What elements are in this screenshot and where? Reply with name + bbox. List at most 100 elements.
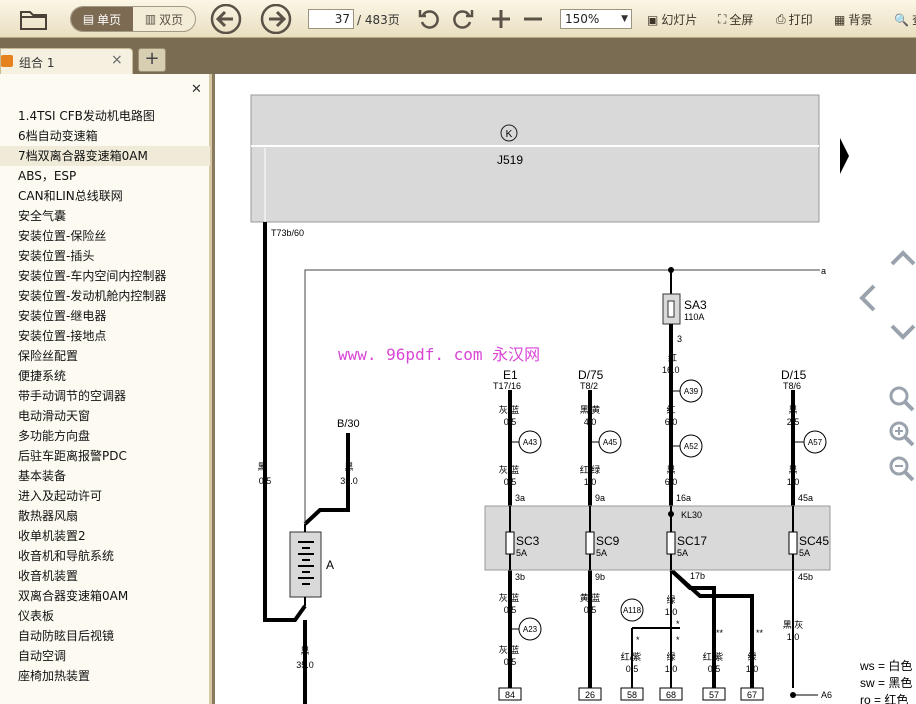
fullscreen-icon: ⛶ [718, 12, 727, 26]
double-page-button[interactable]: ▥双页 [144, 12, 184, 27]
watermark: www. 96pdf. com 永汉网 [338, 345, 540, 364]
connector-label: A39 [684, 387, 699, 396]
amp-label: 5A [799, 548, 810, 558]
sidebar-item[interactable]: 安装位置-保险丝 [18, 229, 107, 243]
chevron-down-icon[interactable] [890, 324, 916, 340]
print-button[interactable]: ⎙打印 [776, 12, 813, 27]
slideshow-icon: ▣ [647, 12, 659, 27]
terminal-label: 57 [709, 690, 719, 700]
a-label: a [821, 266, 826, 276]
magnifier-icon[interactable] [889, 386, 915, 412]
sidebar-item[interactable]: 后驻车距离报警PDC [18, 449, 127, 463]
sidebar-item[interactable]: 便捷系统 [18, 369, 67, 383]
wire-size-label: 0.5 [584, 605, 597, 615]
zoom-in-icon[interactable] [889, 421, 915, 447]
page-number-input[interactable]: 37 [308, 9, 354, 29]
sidebar-item[interactable]: 收音机装置 [18, 569, 79, 583]
single-page-button[interactable]: ▤单页 [71, 7, 133, 31]
rotate-left-button[interactable] [415, 3, 443, 34]
sidebar-item-selected[interactable]: 7档双离合器变速箱0AM [0, 146, 210, 166]
rotate-left-icon [418, 9, 439, 29]
sidebar-item[interactable]: 进入及起动许可 [18, 489, 103, 503]
sidebar-item[interactable]: 散热器风扇 [18, 509, 79, 523]
t8-6-label: T8/6 [783, 381, 801, 391]
sidebar-item[interactable]: 收单机装置2 [18, 529, 86, 543]
wire-size-label: 0.5 [259, 476, 272, 486]
double-page-icon: ▥ [144, 12, 157, 26]
zoom-out-button[interactable] [520, 3, 546, 34]
sidebar-item[interactable]: 电动滑动天窗 [18, 409, 91, 423]
wire-size-label: 0.5 [708, 664, 721, 674]
close-tab-icon[interactable]: × [111, 52, 123, 68]
arrow-right-icon [260, 3, 292, 34]
sidebar-item[interactable]: 带手动调节的空调器 [18, 389, 127, 403]
terminal-label: 26 [585, 690, 595, 700]
open-folder-button[interactable] [16, 3, 52, 34]
background-button[interactable]: ▦背景 [834, 12, 873, 28]
sc9-label: SC9 [596, 534, 620, 548]
sidebar-item[interactable]: 6档自动变速箱 [18, 129, 98, 143]
printer-icon: ⎙ [776, 12, 786, 26]
document-viewport[interactable]: K J519 T73b/60 黑 0.5 B/30 黑 35.0 A 黑 35.… [215, 74, 916, 704]
wire-size-label: 35.0 [340, 476, 358, 486]
sidebar-item[interactable]: 收音机和导航系统 [18, 549, 115, 563]
zoom-out-icon[interactable] [889, 456, 915, 482]
ground-wire [263, 222, 307, 622]
add-tab-button[interactable]: + [138, 48, 166, 72]
terminal-label: 58 [627, 690, 637, 700]
page-mode-toggle: ▤单页 ▥双页 [70, 6, 196, 32]
sidebar-item[interactable]: 自动防眩目后视镜 [18, 629, 115, 643]
rotate-right-button[interactable] [449, 3, 477, 34]
sidebar-item[interactable]: 安装位置-发动机舱内控制器 [18, 289, 167, 303]
sidebar-item[interactable]: 安装位置-接地点 [18, 329, 107, 343]
wire-color-label: 红/紫 [621, 651, 642, 662]
minus-icon [524, 17, 542, 20]
zoom-in-button[interactable] [488, 3, 514, 34]
terminal-label: 68 [666, 690, 676, 700]
terminal-label: 67 [747, 690, 757, 700]
pin-label: 45b [798, 572, 813, 582]
t17-16-label: T17/16 [493, 381, 521, 391]
tab-bar: 组合 1 × + [0, 38, 916, 74]
sidebar-item[interactable]: 1.4TSI CFB发动机电路图 [18, 109, 155, 123]
toolbar: ▤单页 ▥双页 37 / 483页 150%▼ ▣幻灯片 ⛶全屏 ⎙打印 ▦背景… [0, 0, 916, 38]
sidebar-item[interactable]: 座椅加热装置 [18, 669, 91, 683]
wire-color-label: 黑 [788, 405, 797, 415]
wire-size-label: 1.0 [584, 477, 597, 487]
sidebar-item[interactable]: ABS，ESP [18, 169, 77, 183]
wire-color-label: 红/紫 [703, 651, 724, 662]
sidebar-item[interactable]: 安全气囊 [18, 209, 67, 223]
prev-page-button[interactable] [206, 3, 246, 34]
next-page-button[interactable] [256, 3, 296, 34]
slideshow-button[interactable]: ▣幻灯片 [647, 12, 698, 28]
sidebar-item[interactable]: 安装位置-插头 [18, 249, 95, 263]
amp-label: 5A [596, 548, 607, 558]
connector-label: A45 [603, 438, 618, 447]
pin-label: 3 [677, 334, 682, 344]
connector-label: A23 [523, 625, 538, 634]
sidebar-item[interactable]: 自动空调 [18, 649, 67, 663]
find-button[interactable]: 🔍查 [894, 11, 916, 28]
close-sidebar-icon[interactable]: ✕ [191, 82, 202, 97]
zoom-select[interactable]: 150%▼ [560, 9, 632, 29]
sidebar-item[interactable]: 保险丝配置 [18, 349, 79, 363]
sidebar-item[interactable]: 安装位置-车内空间内控制器 [18, 269, 167, 283]
chevron-left-icon[interactable] [859, 284, 876, 312]
legend-item: sw = 黑色 [860, 676, 912, 690]
bookmark-list: 1.4TSI CFB发动机电路图 6档自动变速箱 7档双离合器变速箱0AM AB… [0, 106, 210, 686]
wire-size-label: 0.5 [504, 477, 517, 487]
sidebar-item[interactable]: 双离合器变速箱0AM [18, 589, 129, 603]
pin-label: 45a [798, 493, 813, 503]
fullscreen-button[interactable]: ⛶全屏 [718, 12, 754, 27]
sidebar-item[interactable]: 安装位置-继电器 [18, 309, 107, 323]
page-next-triangle-icon[interactable] [840, 138, 849, 174]
a-line [304, 269, 820, 524]
sa3-amp-label: 110A [684, 312, 704, 322]
tab-document[interactable]: 组合 1 × [0, 48, 133, 74]
sidebar-item[interactable]: 基本装备 [18, 469, 67, 483]
chevron-up-icon[interactable] [890, 250, 916, 266]
wire-color-label: 黑/灰 [783, 619, 804, 630]
sidebar-item[interactable]: CAN和LIN总线联网 [18, 189, 123, 203]
sidebar-item[interactable]: 多功能方向盘 [18, 429, 91, 443]
sidebar-item[interactable]: 仪表板 [18, 609, 55, 623]
